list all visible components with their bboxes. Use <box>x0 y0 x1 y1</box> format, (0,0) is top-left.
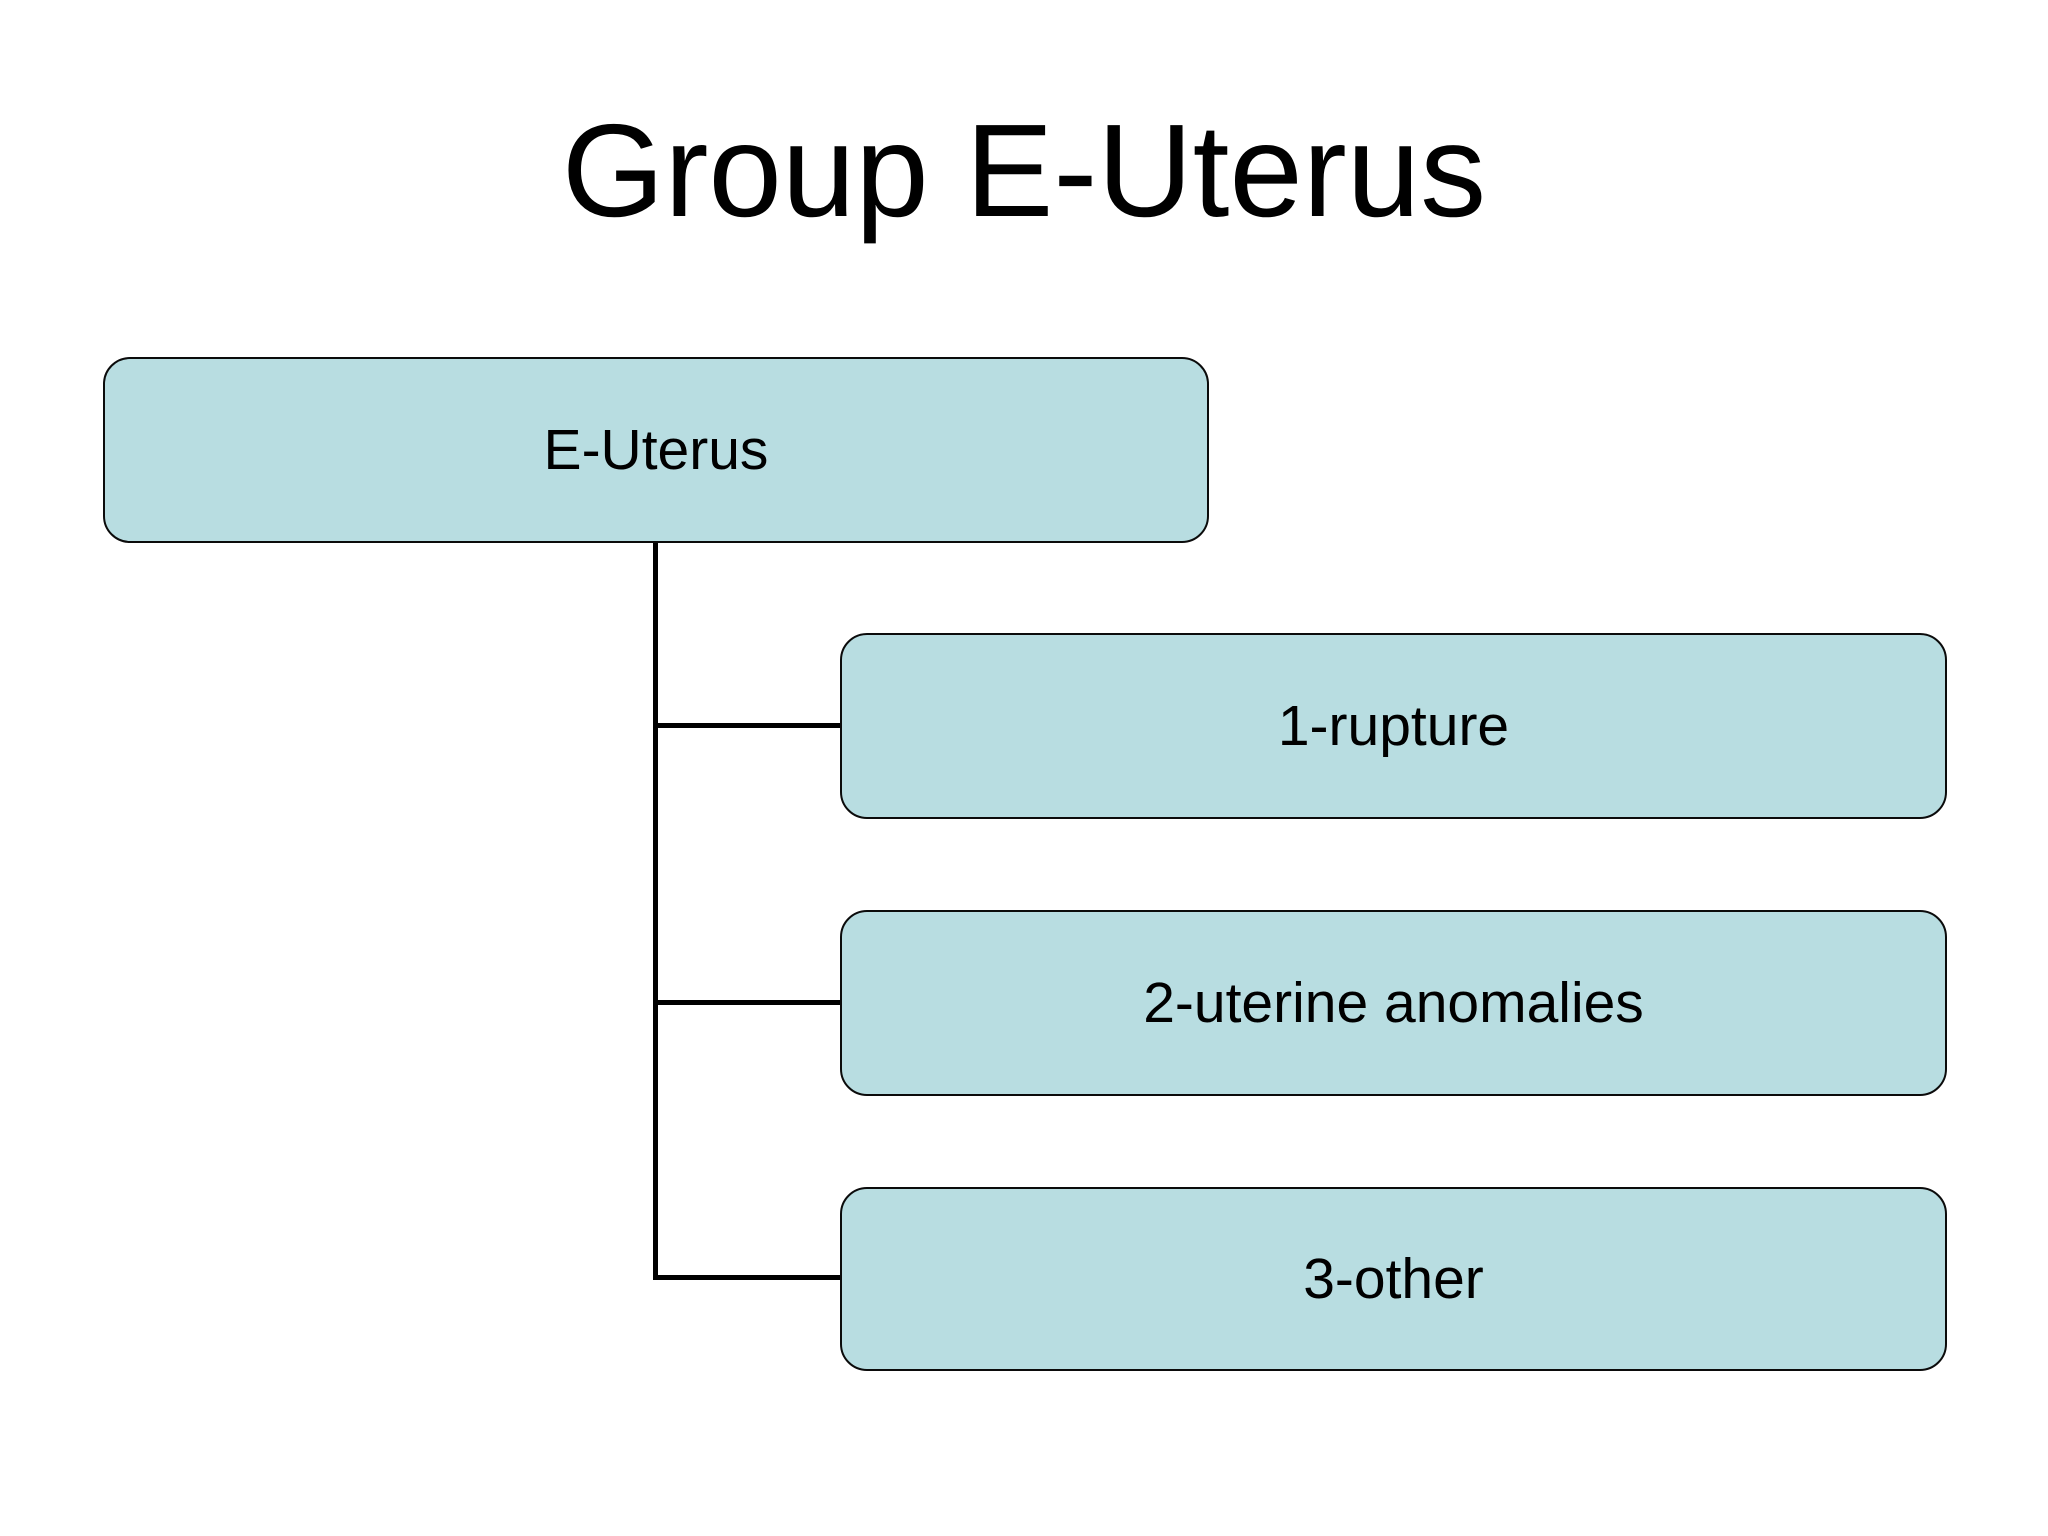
node-child-2-label: 2-uterine anomalies <box>1143 971 1644 1035</box>
connector-child-2 <box>653 1000 840 1005</box>
node-child-2: 2-uterine anomalies <box>840 910 1947 1096</box>
node-child-1-label: 1-rupture <box>1277 694 1510 758</box>
connector-trunk-vertical <box>653 543 658 1280</box>
connector-child-3 <box>653 1275 840 1280</box>
node-root: E-Uterus <box>103 357 1209 543</box>
node-child-3-label: 3-other <box>1303 1247 1484 1311</box>
node-child-1: 1-rupture <box>840 633 1947 819</box>
connector-child-1 <box>653 723 840 728</box>
node-root-label: E-Uterus <box>543 418 769 482</box>
node-child-3: 3-other <box>840 1187 1947 1371</box>
slide-title: Group E-Uterus <box>561 97 1487 244</box>
